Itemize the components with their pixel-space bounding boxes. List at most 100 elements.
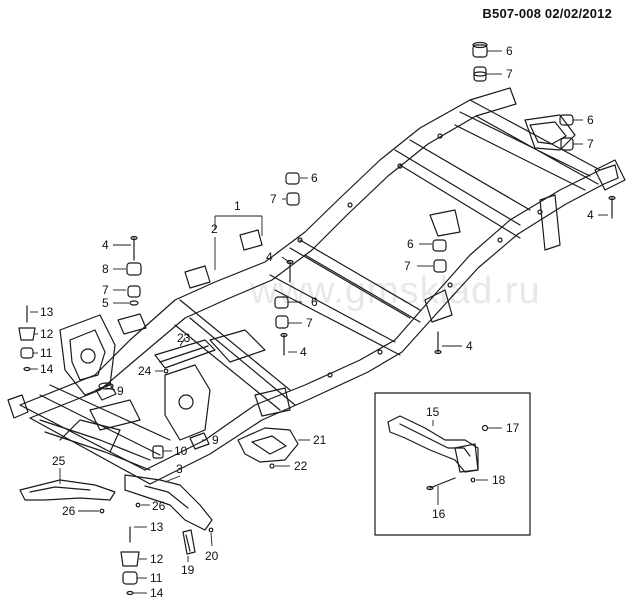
crossmember-center: [269, 274, 401, 356]
callout-2: 2: [211, 222, 218, 236]
callout-6-lower: 6: [311, 295, 318, 309]
callout-11-top: 11: [40, 346, 53, 360]
body-mount-7-center: [433, 259, 447, 273]
callout-23: 23: [177, 331, 191, 345]
callout-1: 1: [234, 199, 241, 213]
body-mount-stack-bottom: [120, 526, 140, 596]
callout-18: 18: [492, 473, 506, 487]
body-mount-6-top: [472, 41, 488, 58]
callout-19: 19: [181, 563, 195, 577]
callout-7-top: 7: [506, 67, 513, 81]
callout-4-rear: 4: [587, 208, 594, 222]
callout-5: 5: [102, 296, 109, 310]
callout-14-bottom: 14: [150, 586, 164, 600]
callout-26-center: 26: [152, 499, 166, 513]
bolt-26-center: [135, 502, 141, 508]
bumper-bracket: [7, 394, 29, 419]
callout-7-left: 7: [102, 283, 109, 297]
bolt-20: [208, 527, 214, 533]
callout-9-right: 9: [212, 433, 219, 447]
bolt-4-lower: [280, 332, 288, 356]
callout-4-left: 4: [102, 238, 109, 252]
body-mount-6-lower: [274, 296, 289, 309]
callout-4-center: 4: [266, 250, 273, 264]
bolt-16: [426, 477, 456, 491]
bushing-10: [152, 445, 164, 459]
callout-7-center: 7: [404, 259, 411, 273]
crossmember-rear: [454, 99, 601, 191]
callout-17: 17: [506, 421, 520, 435]
rail-holes: [297, 133, 543, 378]
bolt-4-rear: [608, 195, 616, 219]
bushing-9-left: [95, 382, 117, 401]
crossmember-front-box: [209, 329, 266, 363]
callout-8: 8: [102, 262, 109, 276]
front-suspension-mount-right: [164, 364, 211, 441]
callout-7-right: 7: [587, 137, 594, 151]
bracket-25: [19, 479, 116, 501]
bolt-4-right: [434, 331, 442, 355]
callout-13-bottom: 13: [150, 520, 164, 534]
left-rail: [19, 87, 511, 406]
body-mount-7-top: [473, 66, 487, 82]
callout-13-top: 13: [40, 305, 54, 319]
callout-21: 21: [313, 433, 327, 447]
callout-25: 25: [52, 454, 66, 468]
callout-6-center: 6: [407, 237, 414, 251]
inset-frame: [374, 392, 531, 536]
bolt-22: [269, 463, 275, 469]
crossmember-rear-mid: [394, 139, 531, 239]
callout-6-right: 6: [587, 113, 594, 127]
document-id: B507-008 02/02/2012: [482, 6, 612, 21]
body-mount-stack-front: [18, 305, 36, 372]
body-mount-7-lower: [275, 315, 289, 329]
body-mount-6-center: [432, 239, 447, 252]
watermark: www.gmsklad.ru: [250, 270, 541, 312]
callout-26-left: 26: [62, 504, 76, 518]
callout-7-mid: 7: [270, 192, 277, 206]
body-mount-6-mid: [285, 172, 300, 185]
right-rail-lower: [149, 177, 619, 485]
callout-6-mid: 6: [311, 171, 318, 185]
bolt-26-left: [99, 508, 105, 514]
chassis-frame: [7, 87, 626, 485]
callout-12-bottom: 12: [150, 552, 164, 566]
bushing-9-right: [189, 432, 210, 450]
bracket-21: [237, 427, 299, 463]
callout-10: 10: [174, 444, 188, 458]
nut-17: [481, 424, 489, 432]
mount-hole-right: [178, 394, 194, 410]
crossmember-front: [174, 299, 296, 411]
body-mount-stack-left: [126, 235, 142, 306]
callout-20: 20: [205, 549, 219, 563]
crossmember-mid: [289, 239, 421, 323]
front-skid: [39, 419, 151, 471]
bracket-23: [154, 339, 216, 369]
left-rail-lower: [29, 103, 517, 419]
callout-3: 3: [176, 462, 183, 476]
part-19: [182, 529, 196, 555]
body-mount-7-right: [560, 137, 574, 151]
callout-9-left: 9: [117, 384, 124, 398]
callout-4-right: 4: [466, 339, 473, 353]
callout-14-top: 14: [40, 362, 54, 376]
bolt-24: [163, 368, 169, 374]
rear-bracket: [524, 114, 576, 151]
callout-16: 16: [432, 507, 446, 521]
callout-7-lower: 7: [306, 316, 313, 330]
mount-hole-left: [80, 348, 96, 364]
callout-11-bottom: 11: [150, 571, 163, 585]
callout-labels: 1 2 3 4 4 4 4 4 5 6 6 6 6 6 7 7 7 7 7 7 …: [40, 44, 594, 600]
body-mount-7-mid: [286, 192, 300, 206]
callout-4-lower: 4: [300, 345, 307, 359]
leader-lines: [30, 50, 608, 594]
callout-15: 15: [426, 405, 440, 419]
callout-6-top: 6: [506, 44, 513, 58]
bracket-3: [124, 474, 213, 531]
right-rail: [144, 164, 616, 471]
rear-hanger: [539, 159, 626, 251]
callout-22: 22: [294, 459, 308, 473]
bolt-4-center: [286, 259, 294, 283]
